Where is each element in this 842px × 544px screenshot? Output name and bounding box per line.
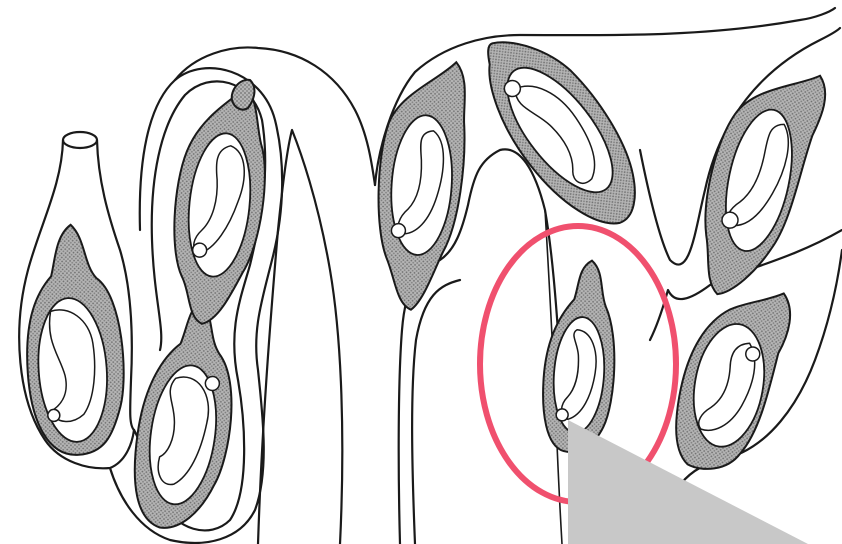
embryo-6: [687, 58, 830, 308]
fetus-head: [391, 223, 406, 238]
embryo-3: [163, 81, 275, 329]
fetus-head: [192, 242, 207, 257]
embryo-5: [457, 14, 666, 245]
embryo-4: [370, 57, 470, 312]
fetus-head: [556, 408, 569, 421]
middle-inner-wall-right: [412, 280, 460, 544]
embryo-2: [125, 295, 247, 535]
central-arch-spike: [258, 130, 342, 544]
horn-tube-opening: [63, 132, 97, 148]
embryo-8-highlighted: [539, 258, 622, 455]
fetus-head: [47, 409, 60, 422]
embryo-7: [668, 279, 795, 480]
